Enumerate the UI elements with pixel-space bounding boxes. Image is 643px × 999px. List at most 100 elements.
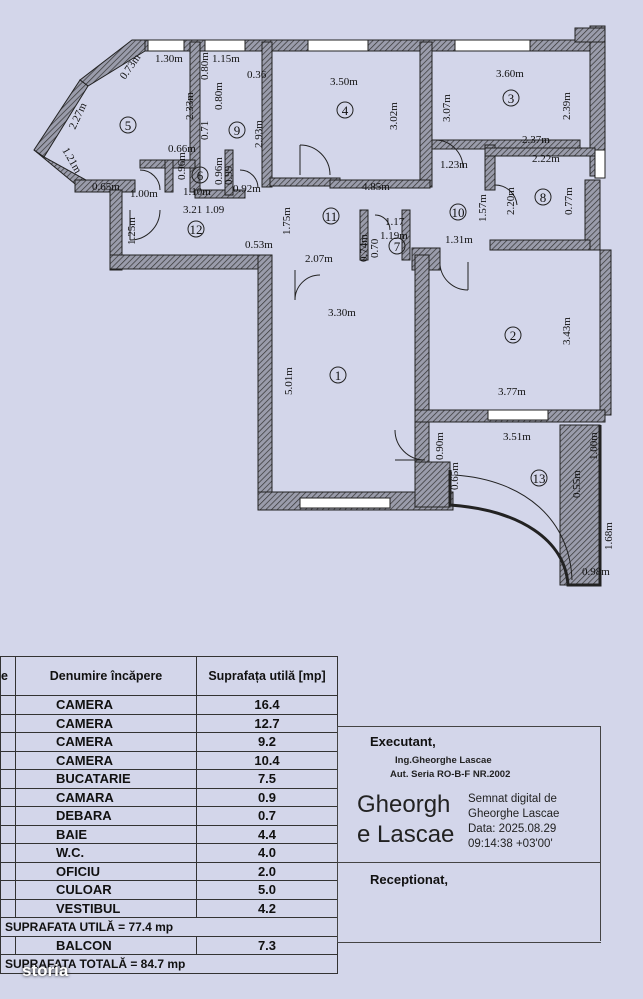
- header-room-name: Denumire încăpere: [15, 656, 197, 696]
- engineer-name: Ing.Gheorghe Lascae: [395, 755, 492, 766]
- table-header: e Denumire încăpere Suprafața utilă [mp]: [0, 656, 338, 696]
- dim-label: 1.19m: [380, 230, 408, 242]
- room-4-number: 4: [342, 103, 349, 118]
- room-name: CAMERA: [15, 713, 197, 733]
- digital-signature-details: Semnat digital de Gheorghe Lascae Data: …: [468, 792, 559, 852]
- dim-label: 1.57m: [477, 194, 489, 222]
- dim-label: 1.00m: [130, 188, 158, 200]
- dim-label: 0.90m: [434, 432, 446, 460]
- room-6-number: 6: [197, 168, 204, 183]
- dim-label: 0.55m: [571, 470, 583, 498]
- authorization-number: Aut. Seria RO-B-F NR.2002: [390, 769, 511, 780]
- balcony-name: BALCON: [15, 935, 197, 955]
- room-13-number: 13: [533, 471, 546, 486]
- executant-label: Executant,: [370, 734, 436, 749]
- useful-area-total: SUPRAFATA UTILĂ = 77.4 mp: [0, 917, 338, 937]
- dim-label: 0.65m: [92, 181, 120, 193]
- dim-label: 3.77m: [498, 386, 526, 398]
- signed-by-name: Gheorghe Lascae: [468, 808, 560, 820]
- room-area: 10.4: [196, 750, 338, 770]
- dim-label: 3.07m: [441, 94, 453, 122]
- dim-label: 2.07m: [305, 253, 333, 265]
- storia-watermark: storia: [22, 961, 69, 980]
- dim-label: 2.22m: [532, 153, 560, 165]
- table-row: W.C.4.0: [0, 843, 338, 863]
- dim-label: 1.30m: [155, 53, 183, 65]
- room-area: 16.4: [196, 695, 338, 715]
- dim-label: 0.99: [223, 165, 235, 185]
- dim-label: 3.43m: [561, 317, 573, 345]
- doors: [129, 139, 518, 461]
- signature-box: [337, 726, 601, 943]
- balcony-area: 7.3: [196, 935, 338, 955]
- dim-label: 1.00m: [588, 432, 600, 460]
- dim-label: 0.74m: [358, 234, 370, 262]
- useful-area-row: SUPRAFATA UTILĂ = 77.4 mp: [0, 917, 338, 937]
- dim-label: 0.36: [247, 69, 267, 81]
- dim-label: 0.77m: [563, 187, 575, 215]
- dim-label: 0.80m: [199, 52, 211, 80]
- room-9-number: 9: [234, 123, 241, 138]
- dim-label: 5.01m: [283, 367, 295, 395]
- dim-label: 2.93m: [253, 120, 265, 148]
- dim-label: 3.51m: [503, 431, 531, 443]
- dim-label: 1.09: [205, 204, 225, 216]
- dim-label: 3.60m: [496, 68, 524, 80]
- dim-label: 0.92m: [233, 183, 261, 195]
- dim-label: 0.70: [369, 238, 381, 258]
- dim-label: 1.68m: [603, 522, 615, 550]
- header-area: Suprafața utilă [mp]: [196, 656, 338, 696]
- room-area: 9.2: [196, 732, 338, 752]
- dim-label: 3.30m: [328, 307, 356, 319]
- signed-by-label: Semnat digital de: [468, 793, 557, 805]
- dimension-labels: 1.30m 1.15m 0.36 0.73m 2.27m 1.21m 0.65m…: [59, 52, 615, 578]
- room-area: 4.0: [196, 843, 338, 863]
- room-name: DEBARA: [15, 806, 197, 826]
- dim-label: 1.15m: [212, 53, 240, 65]
- signed-date: Data: 2025.08.29: [468, 823, 557, 835]
- signed-time: 09:14:38 +03'00': [468, 838, 553, 850]
- room-area: 7.5: [196, 769, 338, 789]
- room-name: BAIE: [15, 824, 197, 844]
- room-name: BUCATARIE: [15, 769, 197, 789]
- dim-label: 2.37m: [522, 134, 550, 146]
- dim-label: 3.02m: [388, 102, 400, 130]
- dim-label: 0.96m: [176, 152, 188, 180]
- room-5-number: 5: [125, 118, 132, 133]
- receptionat-label: Receptionat,: [370, 872, 449, 887]
- room-name: CAMERA: [15, 750, 197, 770]
- areas-table: e Denumire încăpere Suprafața utilă [mp]…: [0, 656, 338, 974]
- dim-label: 0.71: [199, 121, 211, 140]
- dim-label: 1.10m: [183, 186, 211, 198]
- dim-label: 0.96m: [213, 157, 225, 185]
- dim-label: 3.21: [183, 204, 202, 216]
- room-name: CAMARA: [15, 787, 197, 807]
- dim-label: 1.75m: [281, 207, 293, 235]
- signature-box-edge: [600, 726, 601, 941]
- dim-label: 0.53m: [245, 239, 273, 251]
- dim-label: 0.65m: [449, 462, 461, 490]
- windows: [147, 39, 606, 509]
- digital-signature-name: Gheorgh e Lascae: [357, 791, 455, 848]
- room-name: CAMERA: [15, 695, 197, 715]
- room-area: 4.4: [196, 824, 338, 844]
- room-area: 2.0: [196, 861, 338, 881]
- room-area: 0.7: [196, 806, 338, 826]
- room-area: 5.0: [196, 880, 338, 900]
- room-area: 12.7: [196, 713, 338, 733]
- dim-label: 0.66m: [168, 143, 196, 155]
- dim-label: 1.25m: [126, 217, 138, 245]
- room-2-number: 2: [510, 328, 517, 343]
- room-name: W.C.: [15, 843, 197, 863]
- floor-plan: 5 9 4 3 6 8 11 10 12 7 1 2 13 1.30m 1.15…: [33, 25, 615, 587]
- signature-divider: [337, 862, 600, 863]
